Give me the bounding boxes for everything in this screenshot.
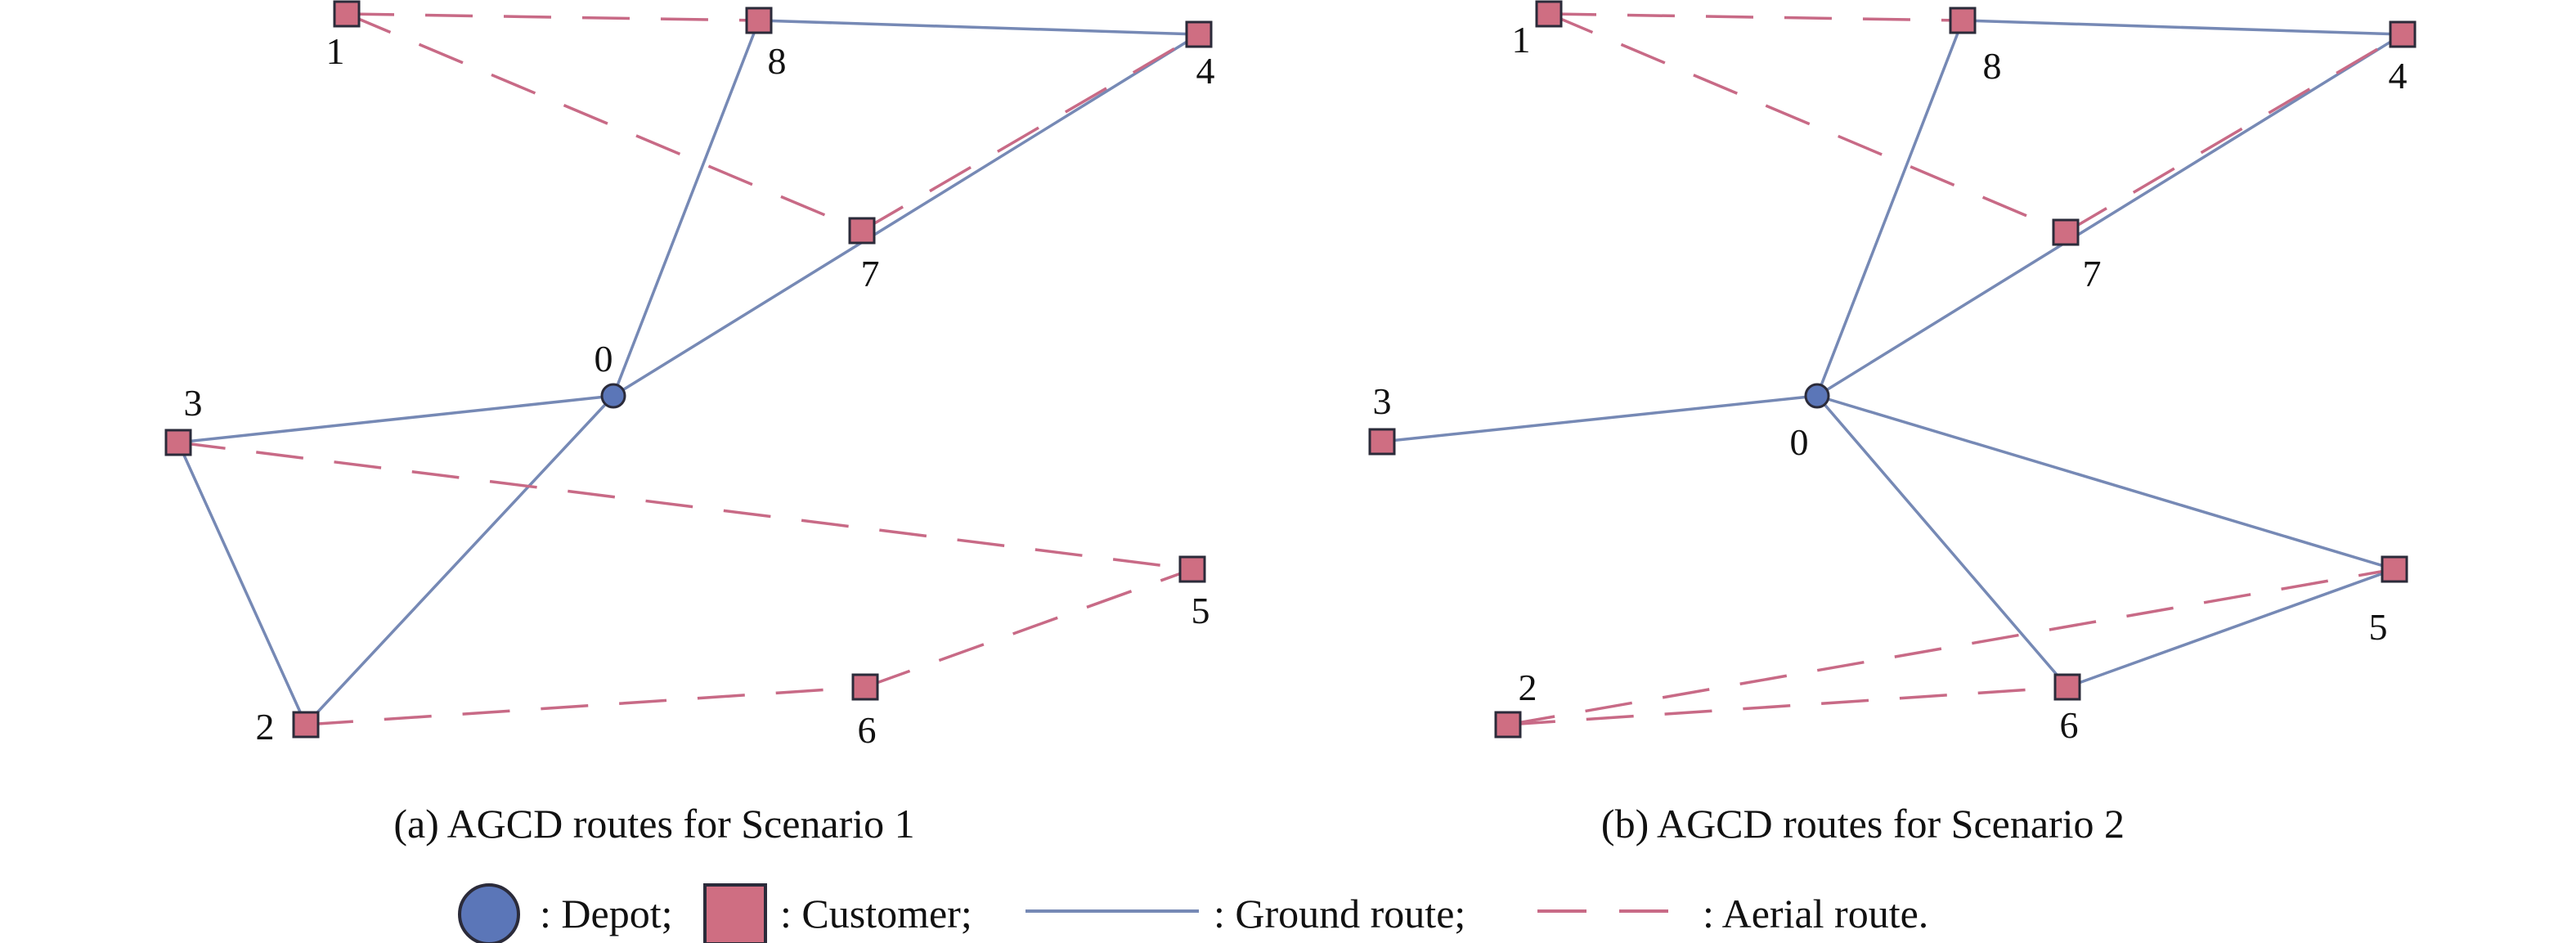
customer-legend-symbol	[703, 883, 767, 943]
depot-node-0	[1804, 383, 1830, 409]
legend: : Depot; : Customer; : Ground route; : A…	[458, 883, 1928, 943]
depot-node-0	[600, 383, 626, 409]
ground-route-4-0	[1816, 33, 2403, 397]
ground-route-2-0	[304, 394, 615, 726]
customer-node-6	[851, 673, 879, 701]
ground-route-8-4	[758, 19, 1200, 36]
customer-node-8	[745, 7, 773, 34]
aerial-route-1-8	[1548, 12, 1963, 22]
customer-node-3	[164, 429, 192, 456]
node-label-2: 2	[1519, 667, 1537, 708]
customer-node-4	[1185, 20, 1213, 48]
ground-route-0-6	[1815, 394, 2069, 689]
customer-node-1	[333, 0, 361, 28]
node-label-5: 5	[2369, 606, 2388, 648]
caption-scenario-2: (b) AGCD routes for Scenario 2	[1601, 801, 2125, 846]
legend-aerial-text: : Aerial route.	[1703, 891, 1928, 936]
ground-route-4-0	[613, 33, 1200, 397]
aerial-route-1-7	[346, 12, 863, 232]
aerial-route-1-8	[346, 12, 760, 22]
node-label-2: 2	[256, 706, 275, 748]
ground-routes	[1381, 19, 2403, 689]
ground-route-8-4	[1962, 19, 2403, 36]
aerial-route-2-5	[1507, 568, 2395, 726]
customer-node-6	[2053, 673, 2081, 701]
aerial-route-7-4	[2065, 33, 2403, 234]
customer-node-5	[1178, 555, 1206, 583]
node-label-6: 6	[858, 709, 877, 751]
panel-scenario-1: 0 1 2 3 4 5 6 7 8 (a) AGCD routes for Scenario 1	[164, 0, 1215, 846]
customer-node-8	[1949, 7, 1977, 34]
aerial-route-2-6	[305, 685, 866, 726]
ground-routes	[177, 19, 1200, 726]
node-label-0: 0	[595, 338, 613, 379]
nodes	[164, 0, 1213, 739]
panel-scenario-2: 0 1 2 3 4 5 6 7 8 (b) AGCD routes for Scenario 2	[1368, 0, 2417, 846]
node-label-7: 7	[861, 253, 880, 294]
aerial-route-2-6	[1507, 685, 2068, 726]
aerial-routes	[177, 12, 1200, 726]
customer-node-7	[2052, 218, 2080, 246]
customer-node-1	[1535, 0, 1563, 28]
customer-node-7	[848, 217, 876, 245]
nodes	[1368, 0, 2417, 739]
aerial-route-1-7	[1548, 12, 2067, 234]
ground-route-0-8	[612, 20, 761, 397]
ground-route-6-5	[2067, 568, 2395, 689]
aerial-route-6-5	[864, 568, 1193, 689]
customer-node-2	[292, 711, 320, 739]
node-label-4: 4	[1196, 50, 1215, 92]
depot-legend-symbol	[458, 883, 520, 943]
ground-route-0-5	[1816, 394, 2395, 571]
legend-depot-text: : Depot;	[540, 891, 672, 936]
ground-route-0-8	[1815, 20, 1964, 397]
node-labels: 0 1 2 3 4 5 6 7 8	[184, 30, 1215, 751]
customer-node-2	[1494, 711, 1522, 739]
customer-node-4	[2389, 20, 2417, 48]
node-label-3: 3	[184, 382, 203, 424]
node-label-6: 6	[2060, 704, 2079, 746]
node-label-8: 8	[1983, 45, 2002, 87]
caption-scenario-1: (a) AGCD routes for Scenario 1	[393, 801, 914, 846]
node-label-3: 3	[1373, 380, 1392, 422]
node-label-1: 1	[326, 30, 345, 72]
aerial-routes	[1507, 12, 2403, 726]
legend-customer-text: : Customer;	[780, 891, 972, 936]
node-label-7: 7	[2083, 253, 2102, 294]
legend-ground-text: : Ground route;	[1214, 891, 1465, 936]
node-labels: 0 1 2 3 4 5 6 7 8	[1373, 19, 2408, 746]
node-label-5: 5	[1192, 590, 1210, 631]
ground-route-0-3	[1381, 394, 1818, 443]
aerial-route-3-5	[177, 441, 1193, 571]
node-label-4: 4	[2389, 55, 2408, 97]
node-label-8: 8	[768, 40, 787, 82]
node-label-1: 1	[1512, 19, 1531, 61]
customer-node-3	[1368, 428, 1396, 456]
node-label-0: 0	[1790, 421, 1809, 463]
ground-route-0-3	[177, 394, 614, 444]
aerial-route-7-4	[861, 33, 1200, 232]
customer-node-5	[2381, 555, 2408, 583]
ground-route-3-2	[177, 442, 307, 725]
